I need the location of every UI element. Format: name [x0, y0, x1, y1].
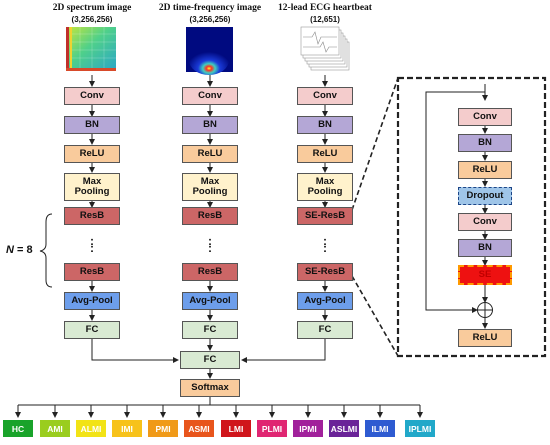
class-label-hc: HC — [3, 420, 33, 437]
branch2-dots: : — [208, 234, 212, 248]
merge-fc-block: FC — [180, 351, 240, 369]
class-label-aslmi: ASLMI — [329, 420, 359, 437]
branch2-fc-block: FC — [182, 321, 238, 339]
se-detail-bn2-block: BN — [458, 239, 512, 257]
ecg-stack-image — [300, 26, 350, 71]
branch2-resb-bottom-block: ResB — [182, 263, 238, 281]
n-repeat-label: N = 8 — [6, 244, 33, 256]
class-label-pmi: PMI — [148, 420, 178, 437]
time-frequency-image — [186, 27, 233, 75]
input-title-ecg: 12-lead ECG heartbeat — [278, 3, 372, 13]
branch3-dots: : — [323, 234, 327, 248]
branch1-bn-block: BN — [64, 116, 120, 134]
input-shape-spectrum: (3,256,256) — [71, 15, 113, 24]
se-detail-se-block: SE — [458, 265, 512, 285]
branch1-resb-bottom-block: ResB — [64, 263, 120, 281]
branch3-relu-block: ReLU — [297, 145, 353, 163]
branch2-conv-block: Conv — [182, 87, 238, 105]
se-detail-relu1-block: ReLU — [458, 161, 512, 179]
branch2-maxpool-block: Max Pooling — [182, 173, 238, 201]
se-detail-relu-out-block: ReLU — [458, 329, 512, 347]
se-detail-bn1-block: BN — [458, 134, 512, 152]
branch1-dots-b: : — [90, 241, 94, 255]
class-label-almi: ALMI — [76, 420, 106, 437]
branch1-avgpool-block: Avg-Pool — [64, 292, 120, 310]
branch3-bn-block: BN — [297, 116, 353, 134]
n-value: = 8 — [17, 244, 33, 256]
branch3-fc-block: FC — [297, 321, 353, 339]
class-label-lmi: LMI — [221, 420, 251, 437]
class-label-imi: IMI — [112, 420, 142, 437]
se-detail-conv2-block: Conv — [458, 213, 512, 231]
se-detail-conv1-block: Conv — [458, 108, 512, 126]
branch1-resb-top-block: ResB — [64, 207, 120, 225]
branch1-maxpool-block: Max Pooling — [64, 173, 120, 201]
branch3-maxpool-block: Max Pooling — [297, 173, 353, 201]
class-label-asmi: ASMI — [184, 420, 214, 437]
input-shape-time-frequency: (3,256,256) — [189, 15, 231, 24]
branch1-fc-block: FC — [64, 321, 120, 339]
branch1-dots: : — [90, 234, 94, 248]
class-label-ilmi: ILMI — [365, 420, 395, 437]
class-label-plmi: PLMI — [257, 420, 287, 437]
branch1-relu-block: ReLU — [64, 145, 120, 163]
branch3-avgpool-block: Avg-Pool — [297, 292, 353, 310]
input-title-time-frequency: 2D time-frequency image — [158, 3, 262, 13]
input-title-spectrum: 2D spectrum image — [52, 3, 132, 13]
class-label-iplmi: IPLMI — [405, 420, 435, 437]
branch2-resb-top-block: ResB — [182, 207, 238, 225]
se-detail-dropout-block: Dropout — [458, 187, 512, 205]
branch3-se-resb-top-block: SE-ResB — [297, 207, 353, 225]
branch3-dots-b: : — [323, 241, 327, 255]
n-symbol: N — [6, 244, 14, 256]
class-label-ipmi: IPMI — [293, 420, 323, 437]
branch2-bn-block: BN — [182, 116, 238, 134]
class-label-ami: AMI — [40, 420, 70, 437]
branch3-se-resb-bottom-block: SE-ResB — [297, 263, 353, 281]
branch2-avgpool-block: Avg-Pool — [182, 292, 238, 310]
spectrum-image — [66, 27, 116, 71]
input-shape-ecg: (12,651) — [310, 15, 340, 24]
branch2-dots-b: : — [208, 241, 212, 255]
branch3-conv-block: Conv — [297, 87, 353, 105]
branch2-relu-block: ReLU — [182, 145, 238, 163]
branch1-conv-block: Conv — [64, 87, 120, 105]
softmax-block: Softmax — [180, 379, 240, 397]
